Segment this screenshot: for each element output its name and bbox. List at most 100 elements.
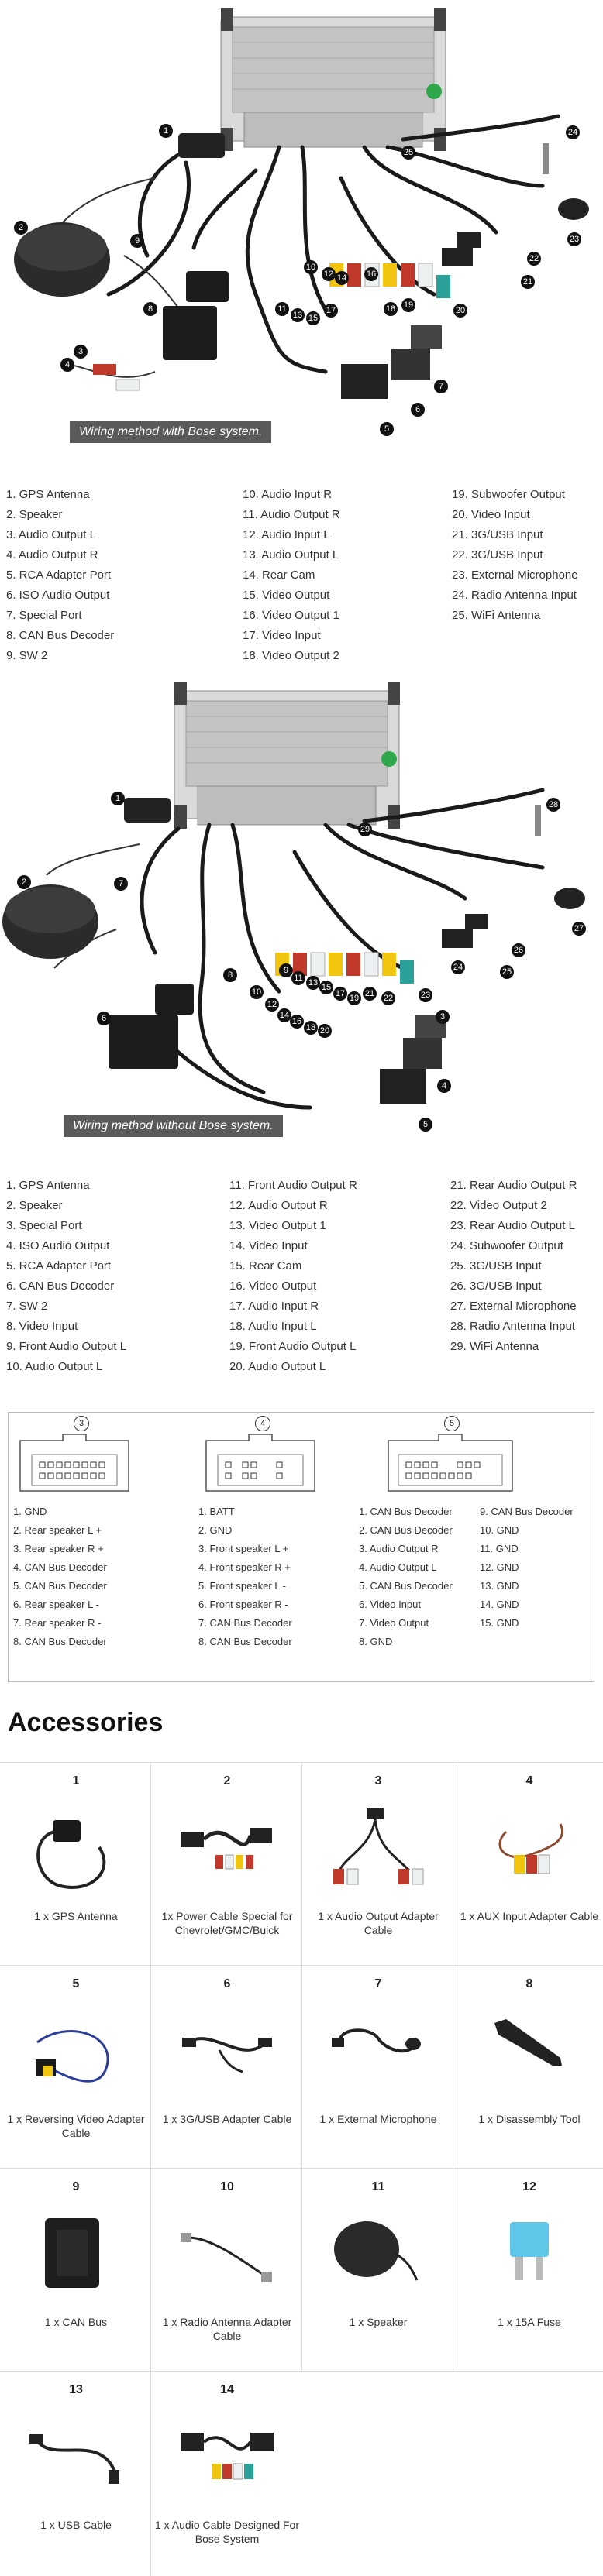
legend-item: 21. Rear Audio Output R (450, 1179, 577, 1192)
accessory-label: 1 x USB Cable (40, 2519, 112, 2531)
wiring-illustration-bose (14, 8, 589, 399)
callout-4: 4 (60, 358, 74, 372)
pin-item: 9. CAN Bus Decoder (480, 1506, 574, 1517)
accessory-label: 1 x 15A Fuse (498, 2316, 561, 2328)
callout-12: 12 (265, 998, 279, 1012)
connector-5-label: 5 (444, 1416, 460, 1431)
callout-9: 9 (279, 963, 293, 977)
usb-cable-icon (29, 2434, 119, 2484)
callout-10: 10 (304, 260, 318, 274)
callout-6: 6 (411, 403, 425, 417)
callout-8: 8 (143, 302, 157, 316)
gps-antenna-icon (36, 1820, 106, 1889)
accessory-item: 6 1 x 3G/USB Adapter Cable (151, 1965, 303, 2165)
callout-9: 9 (130, 234, 144, 248)
legend-item: 29. WiFi Antenna (450, 1340, 539, 1353)
legend-item: 18. Audio Input L (229, 1320, 317, 1333)
accessory-number: 11 (371, 2180, 385, 2193)
pin-item: 7. Rear speaker R - (13, 1617, 102, 1629)
accessory-number: 5 (72, 1977, 80, 1990)
connector-5-pin-list-a: 1. CAN Bus Decoder 2. CAN Bus Decoder 3.… (359, 1503, 453, 1651)
pin-item: 12. GND (480, 1561, 519, 1573)
callout-24: 24 (566, 125, 580, 139)
legend-item: 19. Subwoofer Output (452, 488, 565, 501)
diagram-caption-no-bose: Wiring method without Bose system. (64, 1115, 283, 1137)
callout-15: 15 (319, 981, 333, 994)
legend-item: 11. Front Audio Output R (229, 1179, 357, 1192)
pin-item: 7. Video Output (359, 1617, 429, 1629)
accessory-label: 1 x Audio Output Adapter Cable (318, 1910, 439, 1936)
pin-item: 8. CAN Bus Decoder (13, 1636, 107, 1647)
callout-18: 18 (304, 1021, 318, 1035)
callout-13: 13 (306, 976, 320, 990)
legend-item: 25. WiFi Antenna (452, 609, 541, 622)
callout-5: 5 (419, 1118, 432, 1132)
accessory-label: 1 x 3G/USB Adapter Cable (162, 2113, 292, 2125)
callout-21: 21 (363, 987, 377, 1001)
callout-23: 23 (419, 988, 432, 1002)
pin-item: 3. Front speaker L + (198, 1543, 289, 1554)
wiring-diagram-bose: 1 2 3 4 5 6 7 8 9 10 11 12 13 14 15 16 1… (0, 0, 603, 449)
legend-item: 22. Video Output 2 (450, 1199, 547, 1212)
legend-bose-col1: 1. GPS Antenna 2. Speaker 3. Audio Outpu… (6, 485, 243, 666)
legend-item: 15. Rear Cam (229, 1259, 302, 1273)
legend-item: 8. Video Input (6, 1320, 78, 1333)
callout-1: 1 (111, 792, 125, 805)
callout-19: 19 (401, 298, 415, 312)
legend-item: 16. Video Output 1 (243, 609, 339, 622)
callout-11: 11 (275, 302, 289, 316)
legend-no-bose-col2: 11. Front Audio Output R 12. Audio Outpu… (229, 1176, 450, 1377)
legend-item: 23. Rear Audio Output L (450, 1219, 575, 1232)
callout-28: 28 (546, 798, 560, 812)
audio-output-cable-icon (333, 1808, 424, 1885)
pin-item: 13. GND (480, 1580, 519, 1592)
accessory-item: 11 1 x Speaker (302, 2168, 454, 2368)
legend-item: 9. SW 2 (6, 649, 48, 662)
callout-14: 14 (277, 1008, 291, 1022)
accessory-number: 1 (72, 1774, 80, 1788)
pin-item: 6. Video Input (359, 1599, 421, 1610)
callout-15: 15 (306, 311, 320, 325)
accessory-item: 4 1 x AUX Input Adapter Cable (453, 1762, 603, 1962)
accessory-label: 1 x Disassembly Tool (478, 2113, 581, 2125)
legend-item: 3. Audio Output L (6, 528, 96, 541)
legend-no-bose-col3: 21. Rear Audio Output R 22. Video Output… (450, 1176, 603, 1377)
pin-item: 2. Rear speaker L + (13, 1524, 102, 1536)
legend-item: 26. 3G/USB Input (450, 1279, 542, 1293)
aux-cable-icon (498, 1823, 563, 1874)
usb-adapter-cable-icon (182, 2037, 272, 2073)
callout-12: 12 (322, 267, 336, 281)
accessory-item: 14 1 x Audio Cable Designed For Bose Sys… (151, 2371, 303, 2571)
accessory-label: 1 x GPS Antenna (34, 1910, 118, 1922)
pin-item: 10. GND (480, 1524, 519, 1536)
legend-item: 6. ISO Audio Output (6, 589, 110, 602)
legend-item: 3. Special Port (6, 1219, 82, 1232)
callout-29: 29 (358, 823, 372, 836)
connector-4-pin-list: 1. BATT 2. GND 3. Front speaker L + 4. F… (198, 1503, 292, 1651)
accessory-number: 6 (223, 1977, 231, 1990)
accessory-label: 1 x External Microphone (319, 2113, 437, 2125)
pin-item: 5. CAN Bus Decoder (359, 1580, 453, 1592)
pin-item: 4. CAN Bus Decoder (13, 1561, 107, 1573)
callout-2: 2 (14, 221, 28, 235)
legend-item: 22. 3G/USB Input (452, 548, 543, 562)
accessory-item: 3 1 x Audio Output Adapter Cable (302, 1762, 454, 1962)
callout-13: 13 (291, 308, 305, 322)
legend-no-bose: 1. GPS Antenna 2. Speaker 3. Special Por… (6, 1176, 603, 1377)
pin-item: 8. GND (359, 1636, 393, 1647)
callout-16: 16 (290, 1015, 304, 1029)
legend-item: 12. Audio Output R (229, 1199, 328, 1212)
accessory-item: 10 1 x Radio Antenna Adapter Cable (151, 2168, 303, 2368)
legend-item: 1. GPS Antenna (6, 488, 90, 501)
pin-item: 3. Audio Output R (359, 1543, 439, 1554)
callout-3: 3 (74, 345, 88, 359)
legend-item: 7. SW 2 (6, 1300, 48, 1313)
legend-item: 10. Audio Output L (6, 1360, 103, 1373)
pin-item: 1. BATT (198, 1506, 235, 1517)
accessory-item: 2 1x Power Cable Special for Chevrolet/G… (151, 1762, 303, 1962)
legend-item: 2. Speaker (6, 1199, 63, 1212)
accessory-label: 1 x Speaker (349, 2316, 408, 2328)
can-bus-icon (45, 2218, 99, 2288)
legend-item: 8. CAN Bus Decoder (6, 629, 115, 642)
callout-2: 2 (17, 875, 31, 889)
